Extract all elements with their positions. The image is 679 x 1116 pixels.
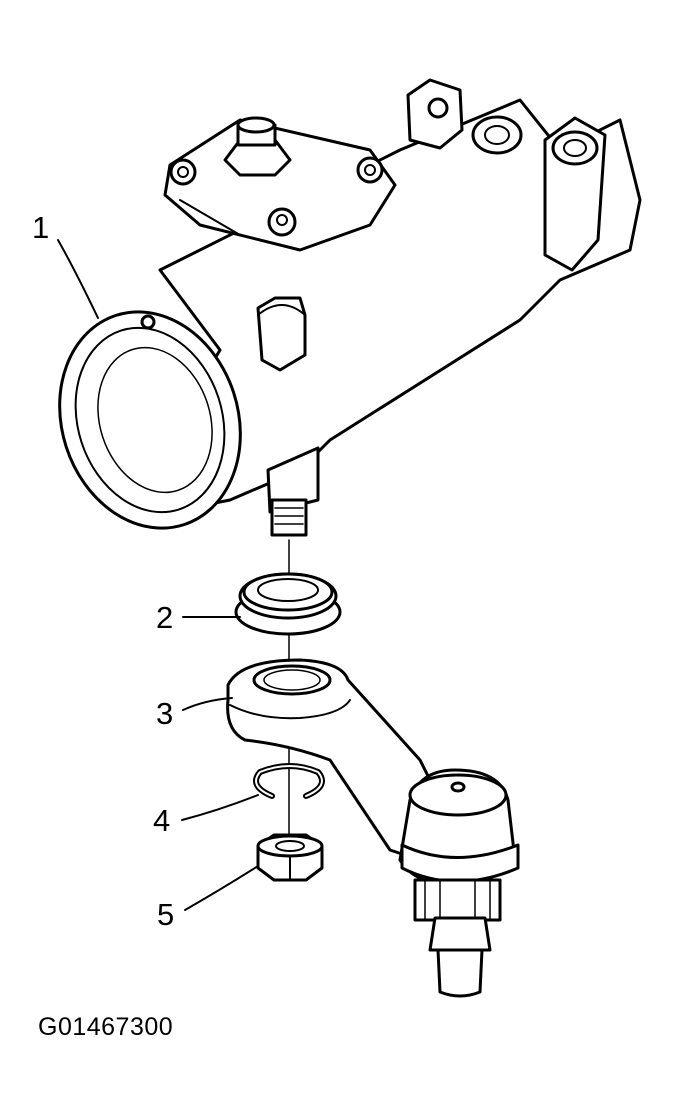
callout-4: 4: [153, 803, 170, 838]
pitman-arm: [226, 658, 520, 998]
leader-line-5: [184, 865, 259, 911]
leader-line-4: [181, 794, 259, 821]
leader-line-1: [57, 239, 99, 319]
callout-1: 1: [32, 210, 49, 245]
nut: [256, 833, 324, 882]
callout-3: 3: [156, 696, 173, 731]
retaining-ring: [253, 763, 325, 799]
callout-5: 5: [157, 897, 174, 932]
seal: [234, 572, 342, 636]
figure-code: G01467300: [38, 1013, 174, 1041]
callout-2: 2: [156, 600, 173, 635]
steering-gear-housing: [58, 78, 642, 537]
leader-line-3: [182, 697, 233, 711]
